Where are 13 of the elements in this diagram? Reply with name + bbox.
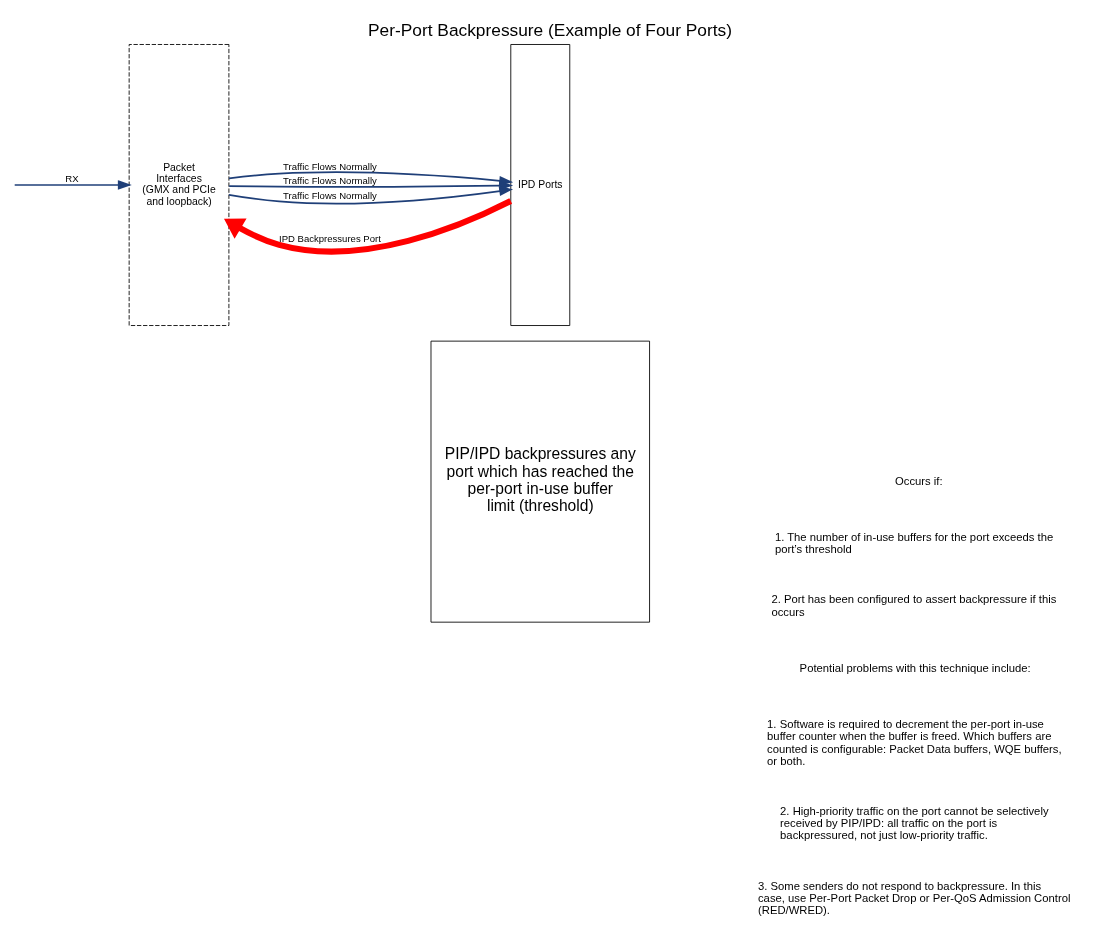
label: Potential problems with this technique include: — [799, 661, 1031, 674]
edge-label: Traffic Flows Normally — [283, 160, 377, 172]
edge-label: Traffic Flows Normally — [283, 189, 377, 201]
edge-label: Traffic Flows Normally — [283, 174, 377, 186]
label: 2. High-priority traffic on the port cannot be selectively received by PIP/IPD: all traffic on the port is backpressured, not just low-priority traffic. — [780, 804, 1049, 841]
edge-label: IPD Backpressures Port — [279, 232, 381, 244]
label: Occurs if: — [895, 474, 943, 487]
edge-label: RX — [65, 172, 79, 184]
diagram-title: Per-Port Backpressure (Example of Four Ports) — [367, 19, 733, 40]
label: 1. The number of in-use buffers for the port exceeds the port’s threshold — [774, 530, 1054, 555]
label: 2. Port has been configured to assert backpressure if this occurs — [771, 592, 1057, 618]
label: 3. Some senders do not respond to backpressure. In this case, use Per-Port Packet Drop or Per-QoS Admission Control (RED/WRED). — [757, 879, 1071, 916]
label: 1. Software is required to decrement the per-port in-use buffer counter when the buffer is freed. Which buffers are counted is configurable: Packet Data buffers, WQE buffers, or both. — [767, 717, 1062, 767]
